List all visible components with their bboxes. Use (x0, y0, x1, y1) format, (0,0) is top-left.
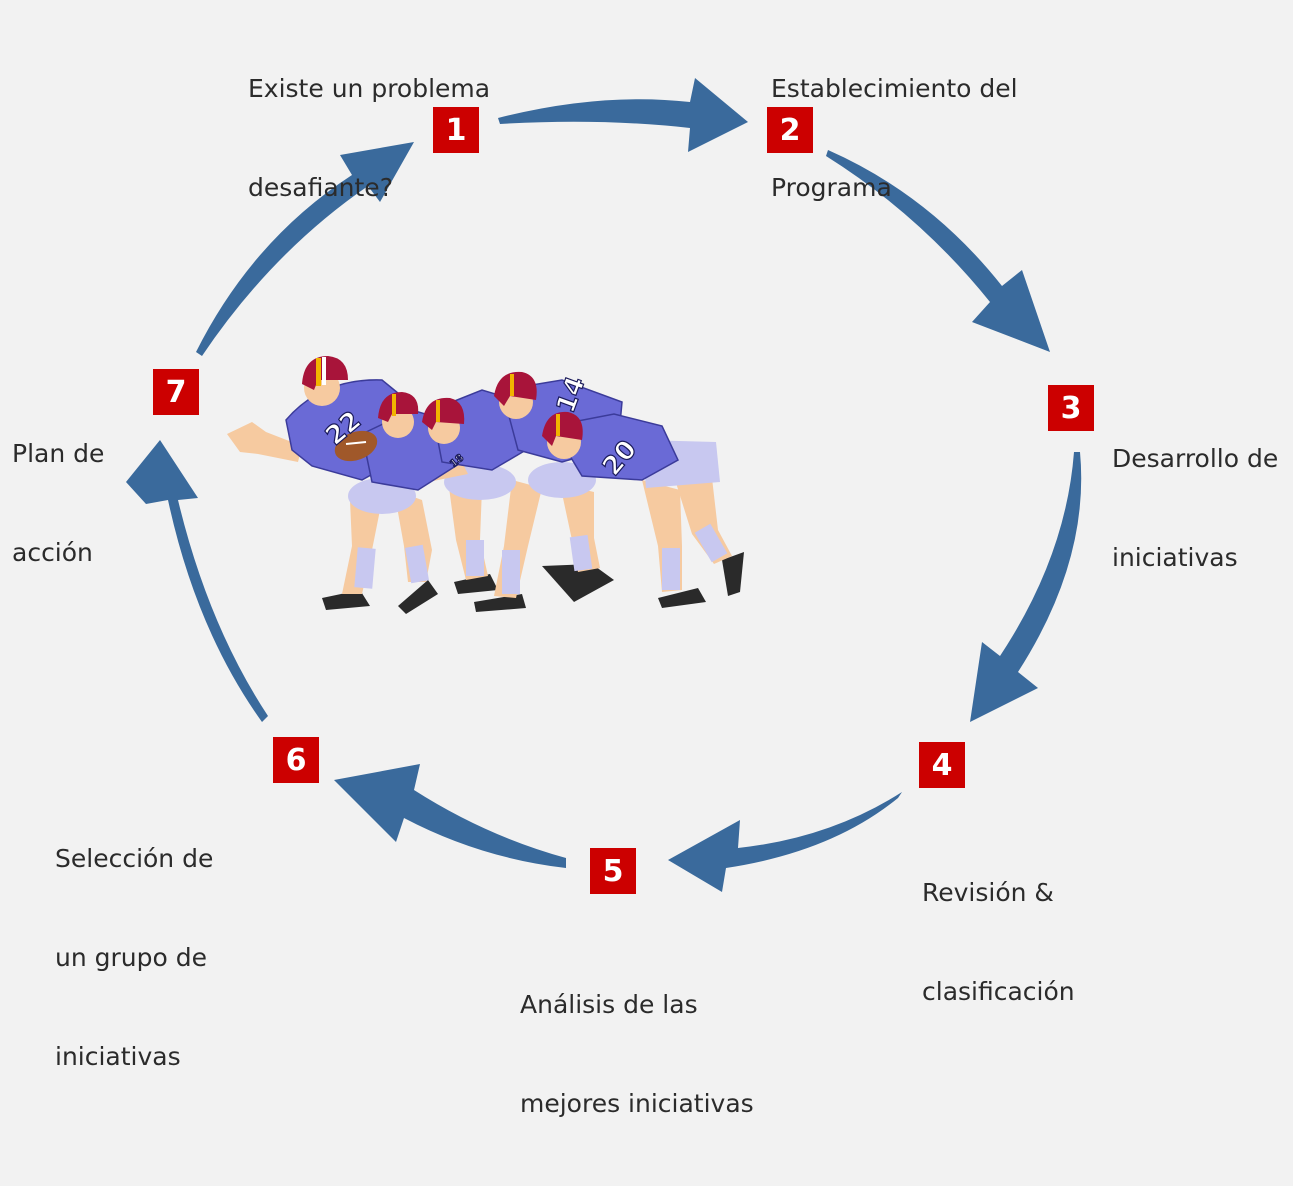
cycle-diagram: 22 18 14 20 1 2 3 4 5 6 7 Existe un prob… (12, 6, 1278, 1118)
step-label-6-line-2: un grupo de (55, 943, 207, 972)
step-label-1-line-1: Existe un problema (248, 74, 491, 103)
step-label-6-line-3: iniciativas (55, 1042, 181, 1071)
step-label-1: Existe un problema desafiante? (248, 6, 490, 270)
step-label-3-line-1: Desarrollo de (1112, 444, 1279, 473)
arrow-4-to-5 (668, 792, 902, 892)
step-badge-2: 2 (767, 107, 813, 153)
step-badge-5: 5 (590, 848, 636, 894)
step-label-3-line-2: iniciativas (1112, 543, 1238, 572)
step-label-6: Selección de un grupo de iniciativas (55, 776, 213, 1139)
step-label-5: Análisis de las mejores iniciativas (520, 922, 754, 1186)
arrow-5-to-6 (334, 764, 566, 868)
arrow-7-to-1 (196, 142, 414, 356)
step-label-4: Revisión & clasificación (922, 810, 1075, 1074)
step-label-5-line-1: Análisis de las (520, 990, 698, 1019)
arrow-3-to-4 (970, 452, 1082, 722)
step-label-1-line-2: desafiante? (248, 173, 393, 202)
cycle-arrows (126, 78, 1082, 892)
step-label-7-line-2: acción (12, 538, 93, 567)
arrow-1-to-2 (498, 78, 748, 152)
step-badge-4: 4 (919, 742, 965, 788)
step-label-2-line-2: Programa (771, 173, 892, 202)
step-label-2-line-1: Establecimiento del (771, 74, 1018, 103)
step-label-3: Desarrollo de iniciativas (1112, 376, 1278, 640)
step-label-5-line-2: mejores iniciativas (520, 1089, 754, 1118)
step-badge-7: 7 (153, 369, 199, 415)
step-label-7-line-1: Plan de (12, 439, 105, 468)
step-badge-6: 6 (273, 737, 319, 783)
arrow-6-to-7 (126, 440, 268, 722)
step-badge-1: 1 (433, 107, 479, 153)
step-label-2: Establecimiento del Programa (771, 6, 1018, 270)
arrow-2-to-3 (826, 150, 1050, 352)
step-label-4-line-2: clasificación (922, 977, 1075, 1006)
step-badge-3: 3 (1048, 385, 1094, 431)
football-players-scrum-icon: 22 18 14 20 (227, 356, 744, 614)
step-label-6-line-1: Selección de (55, 844, 214, 873)
step-label-7: Plan de acción (12, 371, 104, 635)
football-ball-icon (334, 430, 378, 462)
step-label-4-line-1: Revisión & (922, 878, 1054, 907)
